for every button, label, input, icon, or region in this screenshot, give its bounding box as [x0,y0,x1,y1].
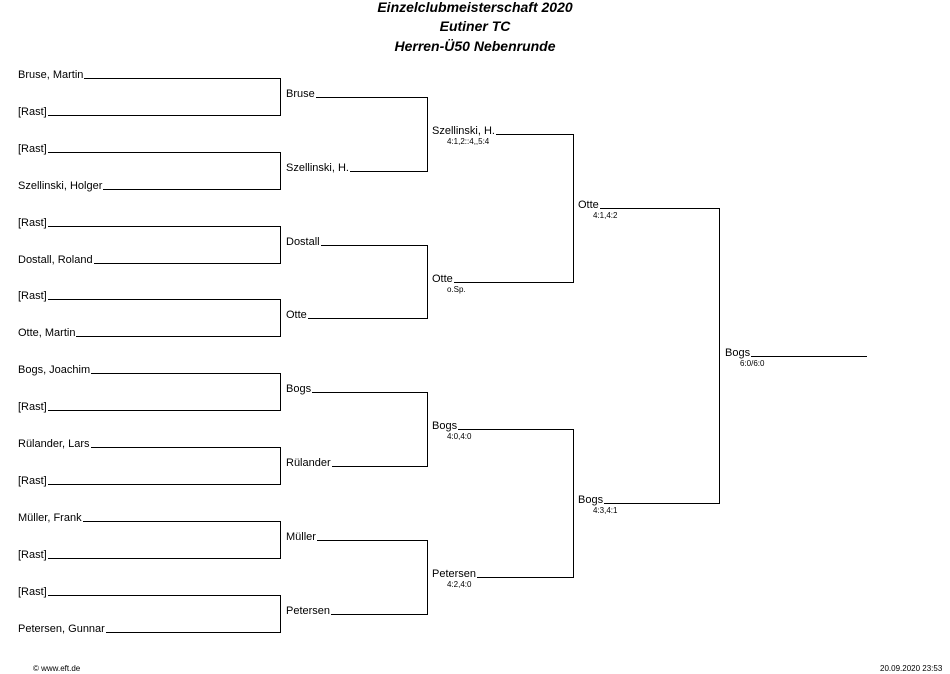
final-line [725,356,867,357]
round2-line [286,392,428,393]
round4-line [578,503,720,504]
copyright-footer: © www.eft.de [33,664,81,673]
round2-connector [427,540,428,615]
round1-player: [Rast] [18,549,48,562]
round3-line [432,577,574,578]
round1-line [18,447,281,448]
round3-connector [573,134,574,283]
round1-player: [Rast] [18,586,48,599]
round1-connector [280,447,281,485]
round2-line [286,540,428,541]
round2-player: Bruse [286,88,316,101]
round1-player: [Rast] [18,143,48,156]
tournament-title: Einzelclubmeisterschaft 2020 [377,0,573,15]
round1-player: Szellinski, Holger [18,180,104,193]
round1-line [18,226,281,227]
round2-connector [427,392,428,467]
round3-connector [573,429,574,578]
round3-score: 4:0,4:0 [447,432,472,441]
round2-connector [427,245,428,319]
round4-player: Otte [578,199,600,212]
category-title: Herren-Ü50 Nebenrunde [394,38,556,54]
round3-player: Bogs [432,420,459,433]
round1-player: Müller, Frank [18,512,83,525]
round1-player: Otte, Martin [18,327,77,340]
round1-player: [Rast] [18,217,48,230]
round1-player: Bogs, Joachim [18,364,92,377]
round4-line [578,208,720,209]
round1-connector [280,521,281,559]
round4-score: 4:1,4:2 [593,211,618,220]
round1-line [18,373,281,374]
round1-player: [Rast] [18,475,48,488]
round1-line [18,632,281,633]
round1-player: Rülander, Lars [18,438,91,451]
round4-player: Bogs [578,494,605,507]
final-score: 6:0/6:0 [740,359,765,368]
timestamp-footer: 20.09.2020 23:53 [880,664,943,673]
round1-line [18,410,281,411]
round2-player: Müller [286,531,317,544]
round1-connector [280,373,281,411]
round3-score: 4:1,2::4,,5:4 [447,137,490,146]
round2-line [286,466,428,467]
round1-line [18,115,281,116]
round1-line [18,595,281,596]
round1-line [18,558,281,559]
round1-connector [280,299,281,337]
round1-player: [Rast] [18,401,48,414]
round1-player: Bruse, Martin [18,69,85,82]
round1-connector [280,595,281,633]
round2-player: Bogs [286,383,313,396]
round2-player: Rülander [286,457,332,470]
winner-name: Bogs [725,347,752,360]
round1-line [18,189,281,190]
round1-player: Dostall, Roland [18,254,94,267]
round2-line [286,245,428,246]
round2-line [286,614,428,615]
round2-line [286,171,428,172]
round2-line [286,318,428,319]
round3-line [432,282,574,283]
round1-line [18,78,281,79]
round1-line [18,336,281,337]
round1-line [18,152,281,153]
round3-player: Otte [432,273,454,286]
round1-line [18,263,281,264]
round1-player: [Rast] [18,290,48,303]
round1-connector [280,78,281,116]
round4-score: 4:3,4:1 [593,506,618,515]
round3-player: Petersen [432,568,478,581]
round3-player: Szellinski, H. [432,125,496,138]
club-name: Eutiner TC [439,18,511,34]
round3-line [432,134,574,135]
round2-connector [427,97,428,172]
round2-line [286,97,428,98]
round2-player: Szellinski, H. [286,162,350,175]
round1-player: Petersen, Gunnar [18,623,106,636]
round1-player: [Rast] [18,106,48,119]
round3-line [432,429,574,430]
round2-player: Dostall [286,236,321,249]
round4-connector [719,208,720,504]
round3-score: o.Sp. [447,285,466,294]
round3-score: 4:2,4:0 [447,580,472,589]
round1-connector [280,152,281,190]
round1-line [18,521,281,522]
round1-line [18,484,281,485]
round1-connector [280,226,281,264]
round2-player: Otte [286,309,308,322]
round2-player: Petersen [286,605,332,618]
round1-line [18,299,281,300]
